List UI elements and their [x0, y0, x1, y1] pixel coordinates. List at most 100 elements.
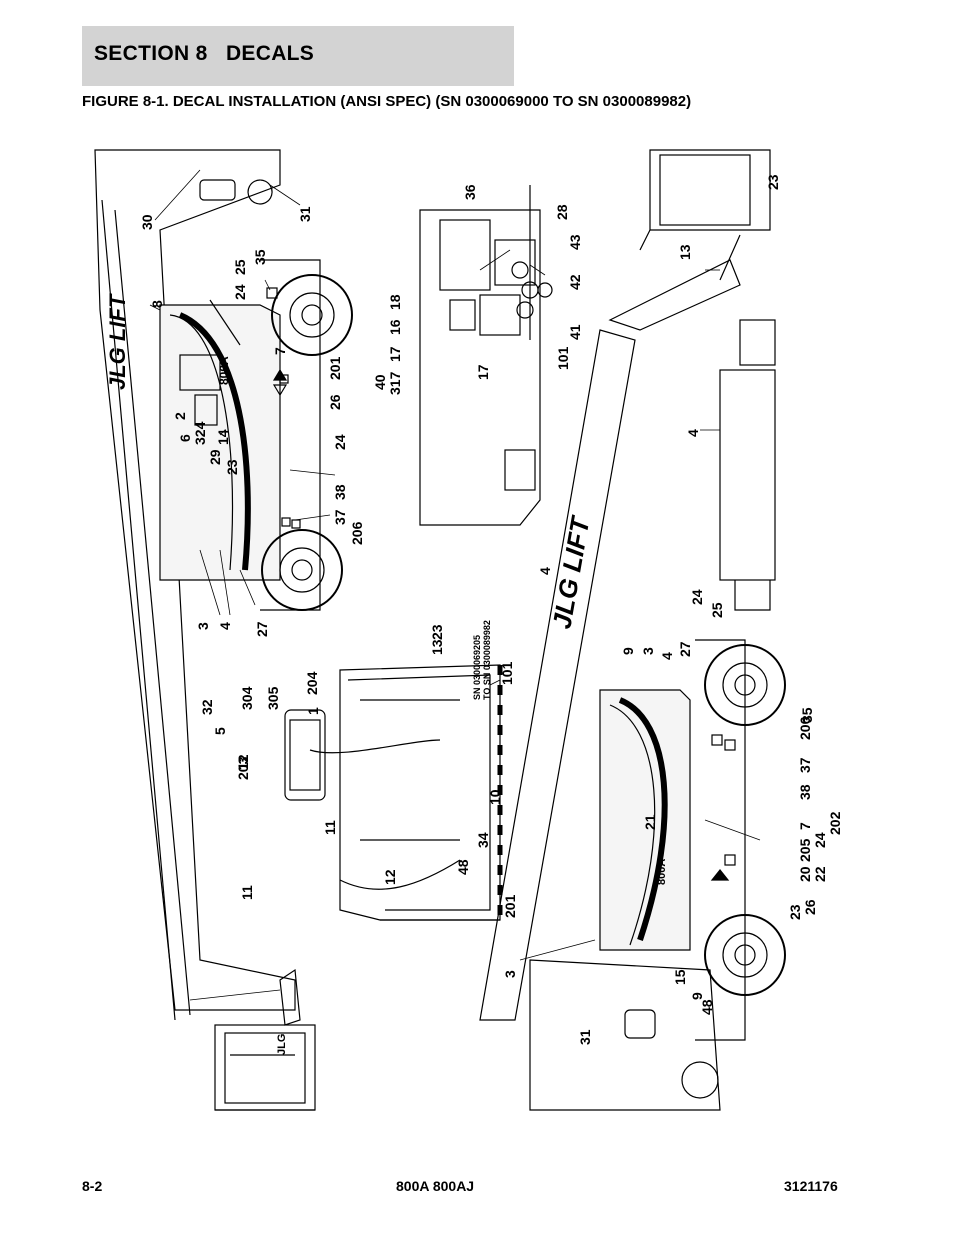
callout-label: 24 [689, 589, 705, 605]
callout-label: 11 [322, 820, 338, 835]
callout-label: 4 [685, 429, 701, 437]
callout-label: 304 [239, 686, 255, 710]
callout-label: 1 [305, 707, 321, 715]
callout-label: 201 [327, 356, 343, 380]
callout-label: 13 [429, 639, 445, 655]
callout-label: 24 [232, 284, 248, 300]
callout-label: 101 [555, 346, 571, 370]
callout-label: 10 [487, 789, 503, 805]
callout-labels: 30 31 35 25 24 8 7 201 26 2 6 324 14 29 … [139, 174, 843, 1045]
callout-label: 38 [332, 484, 348, 500]
callout-label: 12 [235, 754, 251, 770]
callout-label: 26 [327, 394, 343, 410]
callout-label: 317 [387, 371, 403, 395]
callout-label: 7 [272, 347, 288, 355]
callout-label: 206 [797, 716, 813, 740]
callout-label: 24 [812, 832, 828, 848]
callout-label: 36 [462, 184, 478, 200]
callout-label: 9 [620, 647, 636, 655]
callout-label: 22 [812, 866, 828, 882]
callout-label: 29 [207, 449, 223, 465]
callout-label: 37 [797, 757, 813, 773]
callout-label: 35 [799, 707, 815, 723]
callout-label: 23 [765, 174, 781, 190]
section-header: SECTION 8 DECALS [82, 26, 514, 86]
callout-label: 9 [689, 992, 705, 1000]
callout-label: 48 [455, 859, 471, 875]
jlg-logo-left: JLG LIFT [105, 293, 130, 390]
callout-label: 25 [232, 259, 248, 275]
callout-label: 6 [177, 434, 193, 442]
page-number: 8-2 [82, 1178, 103, 1194]
callout-label: 4 [217, 622, 233, 630]
callout-label: 27 [677, 641, 693, 657]
callout-label: 20 [797, 866, 813, 882]
callout-label: 5 [212, 727, 228, 735]
callout-label: 41 [567, 324, 583, 340]
callout-label: 35 [252, 249, 268, 265]
callout-label: 31 [297, 206, 313, 222]
section-label: SECTION 8 [94, 42, 208, 65]
callout-label: 34 [475, 832, 491, 848]
callout-label: 37 [332, 509, 348, 525]
callout-label: 101 [499, 661, 515, 685]
callout-label: 204 [304, 671, 320, 695]
callout-label: 23 [429, 624, 445, 640]
callout-label: 25 [709, 602, 725, 618]
control-box-drawing [419, 185, 553, 526]
callout-label: 23 [224, 459, 240, 475]
right-machine-drawing: JLG LIFT 800A [479, 149, 786, 1111]
callout-label: 203 [235, 756, 251, 780]
serial-note-line1: SN 0300069205 [472, 635, 482, 700]
callout-label: 31 [577, 1029, 593, 1045]
callout-label: 14 [215, 429, 231, 445]
callout-label: 21 [642, 814, 658, 830]
decal-installation-diagram: JLG JLG LIFT 800A [80, 140, 880, 1140]
callout-label: 202 [827, 811, 843, 835]
callout-label: 32 [199, 699, 215, 715]
model-name: 800A 800AJ [396, 1178, 475, 1194]
engine-badge-left: 800A [217, 356, 231, 385]
serial-note-line2: TO SN 0300089982 [482, 620, 492, 700]
callout-label: 205 [797, 838, 813, 862]
engine-badge-right: 800A [656, 859, 668, 885]
left-machine-drawing: JLG [94, 149, 353, 1111]
callout-label: 3 [640, 647, 656, 655]
callout-label: 28 [554, 204, 570, 220]
callout-label: 3 [195, 622, 211, 630]
callout-label: 3 [502, 970, 518, 978]
callout-label: 27 [254, 621, 270, 637]
figure-title: FIGURE 8-1. DECAL INSTALLATION (ANSI SPE… [82, 93, 692, 110]
callout-label: 15 [672, 969, 688, 985]
callout-label: 17 [387, 346, 403, 362]
callout-label: 17 [475, 364, 491, 380]
document-number: 3121176 [784, 1178, 838, 1194]
callout-label: 48 [699, 999, 715, 1015]
callout-label: 4 [659, 652, 675, 660]
callout-label: 40 [372, 374, 388, 390]
callout-label: 43 [567, 234, 583, 250]
callout-label: 38 [797, 784, 813, 800]
callout-label: 206 [349, 521, 365, 545]
callout-label: 18 [387, 294, 403, 310]
callout-label: 23 [787, 904, 803, 920]
callout-label: 11 [239, 885, 255, 900]
callout-label: 13 [677, 244, 693, 260]
callout-label: 30 [139, 214, 155, 230]
jlg-logo-right: JLG LIFT [546, 513, 595, 631]
callout-label: 2 [172, 412, 188, 420]
svg-text:JLG: JLG [276, 1034, 288, 1055]
callout-label: 7 [797, 822, 813, 830]
callout-label: 201 [502, 894, 518, 918]
callout-label: 324 [192, 421, 208, 445]
section-name: DECALS [225, 42, 315, 65]
callout-label: 305 [265, 686, 281, 710]
callout-label: 12 [382, 869, 398, 885]
callout-label: 8 [149, 300, 165, 308]
callout-label: 4 [537, 567, 553, 575]
callout-label: 42 [567, 274, 583, 290]
callout-label: 16 [387, 319, 403, 335]
callout-label: 24 [332, 434, 348, 450]
platform-basket-drawing [284, 664, 503, 921]
section-title: SECTION 8 DECALS [94, 42, 314, 66]
